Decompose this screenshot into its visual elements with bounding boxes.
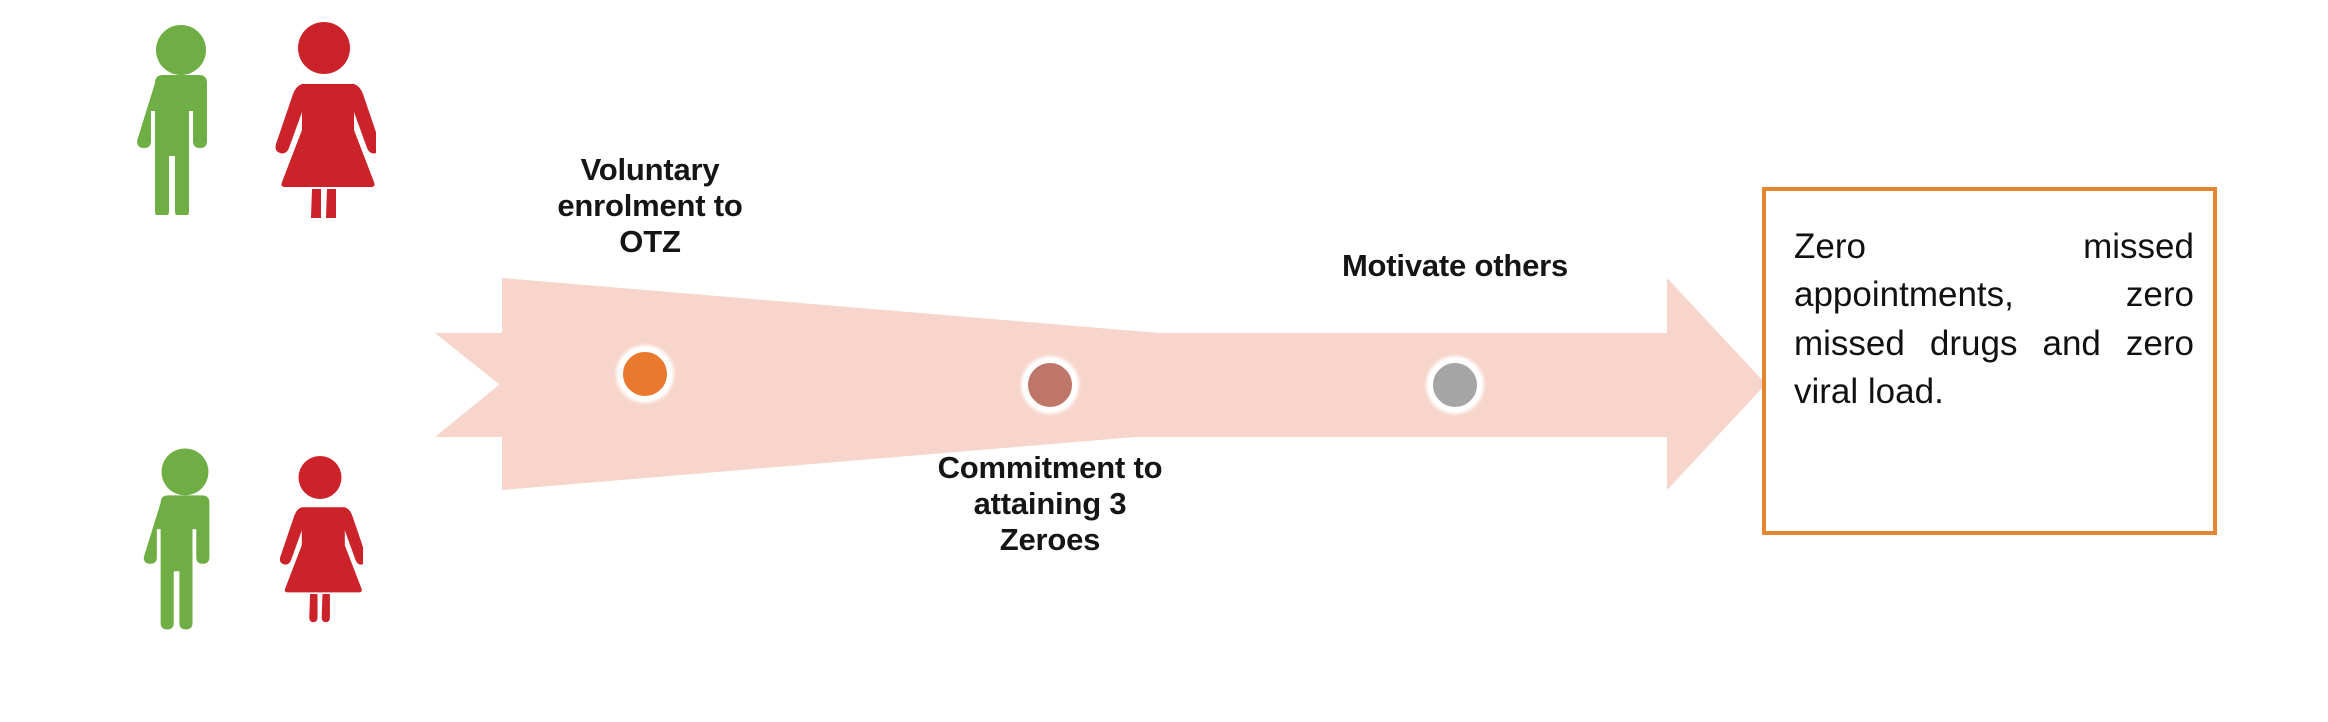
milestone-dot-3[interactable] <box>1428 358 1482 412</box>
adolescent-male-lower-icon <box>140 415 230 660</box>
outcome-text: Zero missed appointments, zero missed dr… <box>1794 227 2194 411</box>
milestone-dot-2[interactable] <box>1023 358 1077 412</box>
process-arrow <box>430 270 1770 498</box>
adolescent-male-upper-icon <box>133 25 229 215</box>
step-label-commitment: Commitment to attaining 3 Zeroes <box>937 450 1163 557</box>
milestone-dot-1[interactable] <box>618 347 672 401</box>
step-label-voluntary-enrolment: Voluntary enrolment to OTZ <box>557 152 743 259</box>
adolescent-female-upper-icon <box>272 22 376 218</box>
adolescent-female-lower-icon <box>277 412 363 662</box>
step-label-motivate-others: Motivate others <box>1341 248 1569 283</box>
outcome-box: Zero missed appointments, zero missed dr… <box>1762 187 2217 535</box>
